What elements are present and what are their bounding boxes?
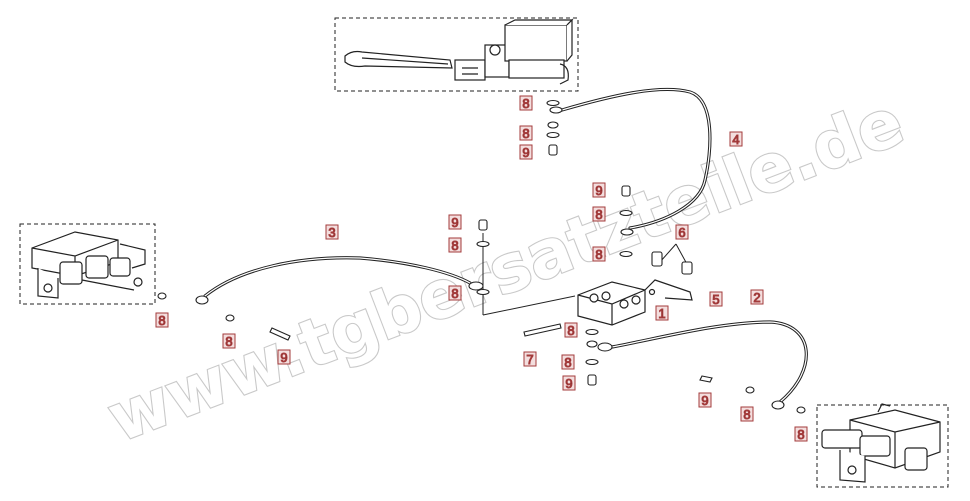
watermark: www.tgbersatzteile.de bbox=[97, 82, 915, 459]
left-caliper bbox=[31, 231, 146, 299]
svg-text:5: 5 bbox=[712, 292, 719, 307]
hose-2 bbox=[610, 320, 808, 404]
master-cylinder-lever bbox=[344, 18, 574, 85]
svg-text:3: 3 bbox=[328, 225, 335, 240]
svg-text:8: 8 bbox=[522, 126, 529, 141]
detail-box-master-cylinder bbox=[334, 17, 579, 92]
svg-text:8: 8 bbox=[567, 323, 574, 338]
svg-text:8: 8 bbox=[595, 207, 602, 222]
callout-9: 9 bbox=[562, 375, 576, 392]
svg-text:7: 7 bbox=[526, 352, 533, 367]
callout-8: 8 bbox=[519, 125, 533, 142]
svg-text:1: 1 bbox=[658, 306, 665, 321]
svg-text:8: 8 bbox=[743, 407, 750, 422]
callout-9: 9 bbox=[698, 392, 712, 409]
callout-9: 9 bbox=[519, 144, 533, 161]
callout-4: 4 bbox=[729, 131, 743, 148]
svg-text:8: 8 bbox=[522, 96, 529, 111]
callout-7: 7 bbox=[523, 351, 537, 368]
svg-text:8: 8 bbox=[451, 238, 458, 253]
hose-inner-lines bbox=[204, 88, 807, 403]
callout-8: 8 bbox=[519, 95, 533, 112]
hardware bbox=[157, 99, 806, 414]
callout-8: 8 bbox=[561, 354, 575, 371]
callout-8: 8 bbox=[448, 237, 462, 254]
svg-text:9: 9 bbox=[280, 350, 287, 365]
watermark-text: www.tgbersatzteile.de bbox=[98, 83, 914, 457]
svg-text:9: 9 bbox=[565, 376, 572, 391]
svg-text:8: 8 bbox=[225, 334, 232, 349]
callout-8: 8 bbox=[155, 312, 169, 329]
callout-1: 1 bbox=[655, 305, 669, 322]
callout-8: 8 bbox=[592, 206, 606, 223]
svg-text:8: 8 bbox=[564, 355, 571, 370]
callout-3: 3 bbox=[325, 224, 339, 241]
callout-8: 8 bbox=[448, 285, 462, 302]
svg-text:9: 9 bbox=[451, 215, 458, 230]
svg-text:9: 9 bbox=[595, 183, 602, 198]
svg-text:6: 6 bbox=[678, 225, 685, 240]
svg-text:8: 8 bbox=[595, 247, 602, 262]
callout-8: 8 bbox=[740, 406, 754, 423]
svg-text:8: 8 bbox=[451, 286, 458, 301]
detail-box-right-caliper bbox=[816, 404, 949, 488]
leader-line bbox=[482, 295, 576, 316]
right-caliper bbox=[821, 403, 941, 483]
detail-box-left-caliper bbox=[19, 223, 156, 305]
svg-text:4: 4 bbox=[732, 132, 739, 147]
svg-text:9: 9 bbox=[701, 393, 708, 408]
callout-5: 5 bbox=[709, 291, 723, 308]
callout-8: 8 bbox=[564, 322, 578, 339]
svg-text:2: 2 bbox=[753, 290, 760, 305]
callout-9: 9 bbox=[592, 182, 606, 199]
callout-6: 6 bbox=[675, 224, 689, 241]
callout-2: 2 bbox=[750, 289, 764, 306]
svg-text:8: 8 bbox=[797, 427, 804, 442]
brake-distributor bbox=[577, 279, 693, 326]
callout-9: 9 bbox=[448, 214, 462, 231]
svg-text:9: 9 bbox=[522, 145, 529, 160]
callout-8: 8 bbox=[222, 333, 236, 350]
callout-8: 8 bbox=[592, 246, 606, 263]
hose-fittings bbox=[195, 106, 785, 410]
callout-8: 8 bbox=[794, 426, 808, 443]
svg-text:8: 8 bbox=[158, 313, 165, 328]
callout-9: 9 bbox=[277, 349, 291, 366]
